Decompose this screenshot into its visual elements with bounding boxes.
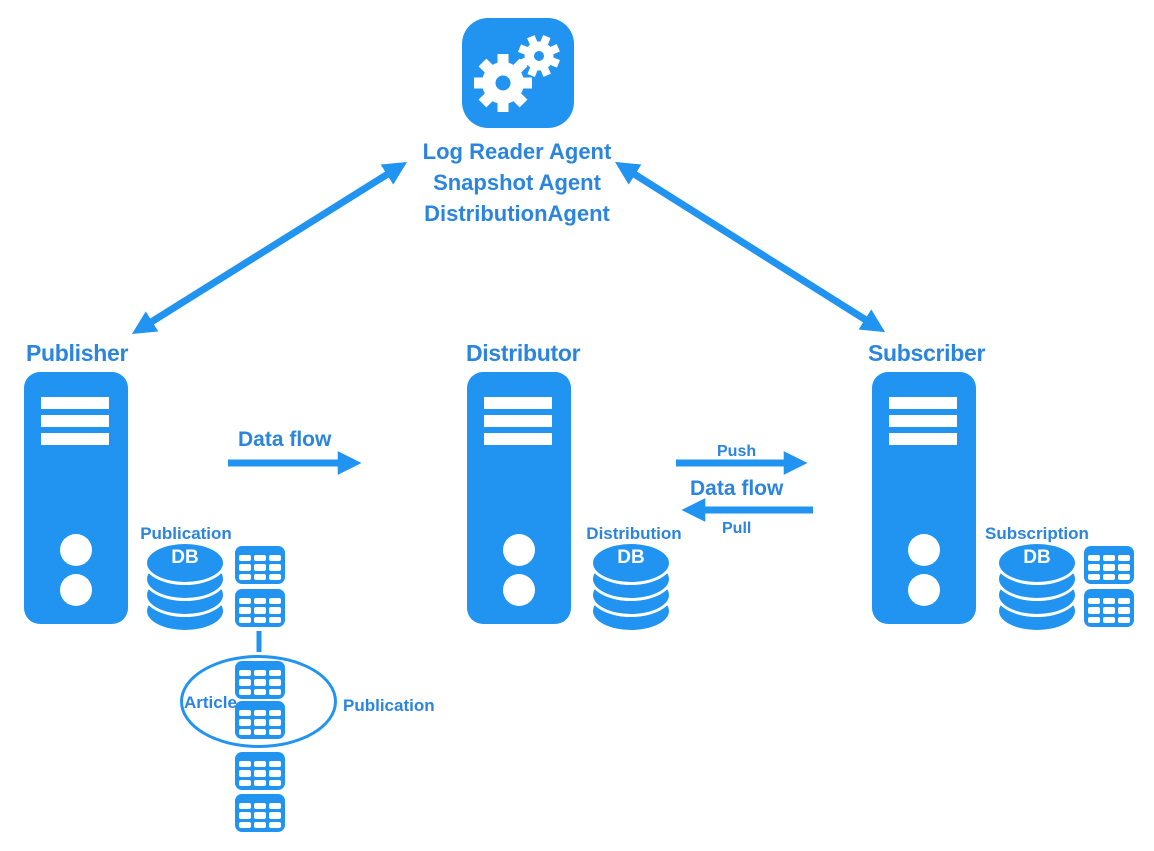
agent-box: [462, 18, 574, 128]
publisher-data-flow-label: Data flow: [238, 428, 332, 451]
agent-publisher-arrow: [131, 161, 408, 335]
server-slot-bar: [889, 397, 957, 409]
publication-db-label: Publication: [140, 524, 232, 543]
publisher-server-icon: [24, 372, 128, 624]
server-button-dot: [503, 574, 535, 606]
table-icon: [235, 701, 285, 739]
db-disk: DB: [147, 544, 223, 582]
distribution-db-icon: DB: [593, 544, 669, 630]
middle-data-flow-label: Data flow: [690, 477, 784, 500]
table-icon: [235, 546, 285, 584]
publication-db-icon: DB: [147, 544, 223, 630]
server-slot-bar: [41, 433, 109, 445]
table-icon: [235, 589, 285, 627]
table-icon: [235, 752, 285, 790]
server-slot-bar: [484, 397, 552, 409]
subscriber-title: Subscriber: [868, 340, 986, 366]
article-label: Article: [184, 693, 237, 712]
server-slot-bar: [484, 433, 552, 445]
distribution-db-label: Distribution: [586, 524, 682, 543]
subscription-db-icon: DB: [999, 544, 1075, 630]
subscription-db-label: Subscription: [985, 524, 1089, 543]
server-slot-bar: [41, 415, 109, 427]
server-slot-bar: [41, 397, 109, 409]
db-text: DB: [1023, 547, 1051, 568]
agent-labels: Log Reader Agent Snapshot Agent Distribu…: [397, 136, 637, 229]
db-disk: DB: [593, 544, 669, 582]
db-text: DB: [171, 547, 199, 568]
server-button-dot: [60, 574, 92, 606]
agent-subscriber-arrow: [614, 161, 886, 333]
server-button-dot: [908, 534, 940, 566]
server-slot-bar: [484, 415, 552, 427]
distributor-title: Distributor: [466, 340, 581, 366]
server-slot-bar: [889, 433, 957, 445]
server-button-dot: [503, 534, 535, 566]
db-text: DB: [617, 547, 645, 568]
agent-label-log-reader: Log Reader Agent: [422, 139, 612, 164]
server-button-dot: [908, 574, 940, 606]
server-slot-bar: [889, 415, 957, 427]
pull-label: Pull: [722, 520, 752, 537]
publication-group-label: Publication: [343, 696, 435, 715]
agent-label-distribution: DistributionAgent: [424, 201, 610, 226]
table-icon: [235, 794, 285, 832]
db-disk: DB: [999, 544, 1075, 582]
publication-ellipse: [180, 655, 337, 748]
distributor-server-icon: [467, 372, 571, 624]
push-label: Push: [717, 443, 757, 460]
subscriber-server-icon: [872, 372, 976, 624]
server-button-dot: [60, 534, 92, 566]
agent-label-snapshot: Snapshot Agent: [433, 170, 601, 195]
publisher-title: Publisher: [26, 340, 129, 366]
table-icon: [1084, 546, 1134, 584]
gears-icon: [474, 35, 560, 112]
table-icon: [235, 661, 285, 699]
table-icon: [1084, 589, 1134, 627]
